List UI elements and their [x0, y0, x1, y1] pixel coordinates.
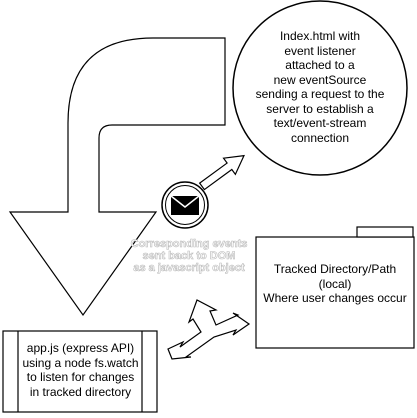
three-way-connector-arrow [167, 299, 251, 360]
server-node-label: app.js (express API) using a node fs.wat… [22, 341, 139, 399]
event-to-dom-arrow [198, 154, 245, 191]
browser-node [232, 0, 408, 176]
server-node [2, 330, 158, 413]
envelope-icon [161, 181, 209, 229]
directory-node [255, 226, 415, 349]
events-sent-annotation: Corresponding events sent back to DOM as… [130, 238, 248, 275]
browser-node-label: Index.html with event listener attached … [255, 29, 385, 145]
request-flow-arrow [8, 37, 226, 317]
directory-node-label: Tracked Directory/Path (local) Where use… [263, 262, 407, 305]
